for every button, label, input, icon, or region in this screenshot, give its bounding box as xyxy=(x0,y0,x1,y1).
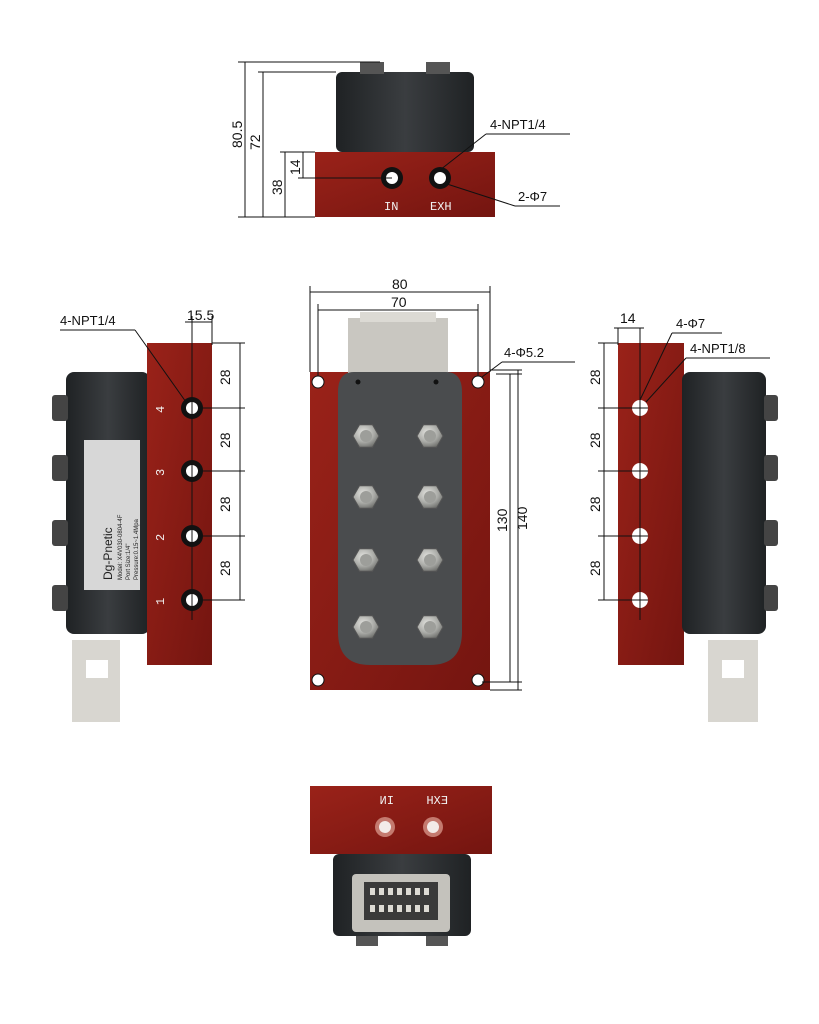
nameplate-brand: Dg-Pnetic xyxy=(101,527,115,580)
callout-front-holes: 4-Φ5.2 xyxy=(504,345,544,360)
callout-top-ports: 4-NPT1/4 xyxy=(490,117,546,132)
nameplate-model: Model: X4V030-0804-4F xyxy=(118,514,124,580)
callout-right-ports: 4-NPT1/8 xyxy=(690,341,746,356)
right-manifold xyxy=(618,343,684,665)
bottom-manifold xyxy=(310,786,492,854)
nameplate xyxy=(84,440,140,590)
bottom-port-exh-label: EXH xyxy=(426,794,448,808)
front-connector xyxy=(348,318,448,376)
mount-hole-tl xyxy=(311,375,325,389)
left-pitch-1: 28 xyxy=(217,369,233,385)
dim-height-inner: 130 xyxy=(494,508,510,532)
right-pitch-4: 28 xyxy=(587,560,603,576)
station-number-1: 1 xyxy=(154,598,168,605)
top-port-exh-label: EXH xyxy=(430,200,452,214)
right-pitch-1: 28 xyxy=(587,369,603,385)
top-manifold xyxy=(315,152,495,217)
right-offset: 14 xyxy=(620,310,636,326)
callout-left-ports: 4-NPT1/4 xyxy=(60,313,116,328)
bottom-port-in-label: IN xyxy=(380,794,394,808)
right-pitch-2: 28 xyxy=(587,432,603,448)
left-connector xyxy=(72,640,120,722)
front-view: 80 70 130 140 4-Φ5.2 xyxy=(309,276,575,691)
left-offset: 15.5 xyxy=(187,307,214,323)
dim-port-offset: 14 xyxy=(287,159,303,175)
front-hex-nuts xyxy=(352,424,444,639)
right-connector xyxy=(708,640,758,722)
station-number-3: 3 xyxy=(154,469,168,476)
station-number-2: 2 xyxy=(154,534,168,541)
top-stud-left xyxy=(360,62,384,74)
left-pitch-2: 28 xyxy=(217,432,233,448)
dim-port-height: 38 xyxy=(269,179,285,195)
bottom-view: IN EXH xyxy=(310,786,492,946)
top-port-in-label: IN xyxy=(384,200,398,214)
dim-total-height: 80.5 xyxy=(229,121,245,148)
left-pitch-3: 28 xyxy=(217,496,233,512)
dim-width-outer: 80 xyxy=(392,276,408,292)
top-valve-body xyxy=(336,72,474,152)
top-view: IN EXH 80.5 72 38 14 4-NPT1/4 2-Φ7 xyxy=(229,61,570,218)
left-view: Dg-Pnetic Model: X4V030-0804-4F Port Siz… xyxy=(52,307,245,722)
top-stud-right xyxy=(426,62,450,74)
right-view: 14 28 28 28 28 4-Φ7 4-NPT1/8 xyxy=(587,310,778,722)
right-valve-body xyxy=(682,372,766,634)
nameplate-port-size: Port Size:1/4" xyxy=(126,544,132,580)
mount-hole-tr xyxy=(471,375,485,389)
dim-width-inner: 70 xyxy=(391,294,407,310)
callout-top-holes: 2-Φ7 xyxy=(518,189,547,204)
dim-body-height: 72 xyxy=(247,134,263,150)
mount-hole-bl xyxy=(311,673,325,687)
left-pitch-4: 28 xyxy=(217,560,233,576)
callout-right-holes: 4-Φ7 xyxy=(676,316,705,331)
right-pitch-3: 28 xyxy=(587,496,603,512)
dim-height-outer: 140 xyxy=(514,506,530,530)
station-number-4: 4 xyxy=(154,406,168,413)
left-manifold xyxy=(147,343,212,665)
nameplate-pressure: Pressure:0.15~1.4Mpa xyxy=(134,518,140,580)
mount-hole-br xyxy=(471,673,485,687)
